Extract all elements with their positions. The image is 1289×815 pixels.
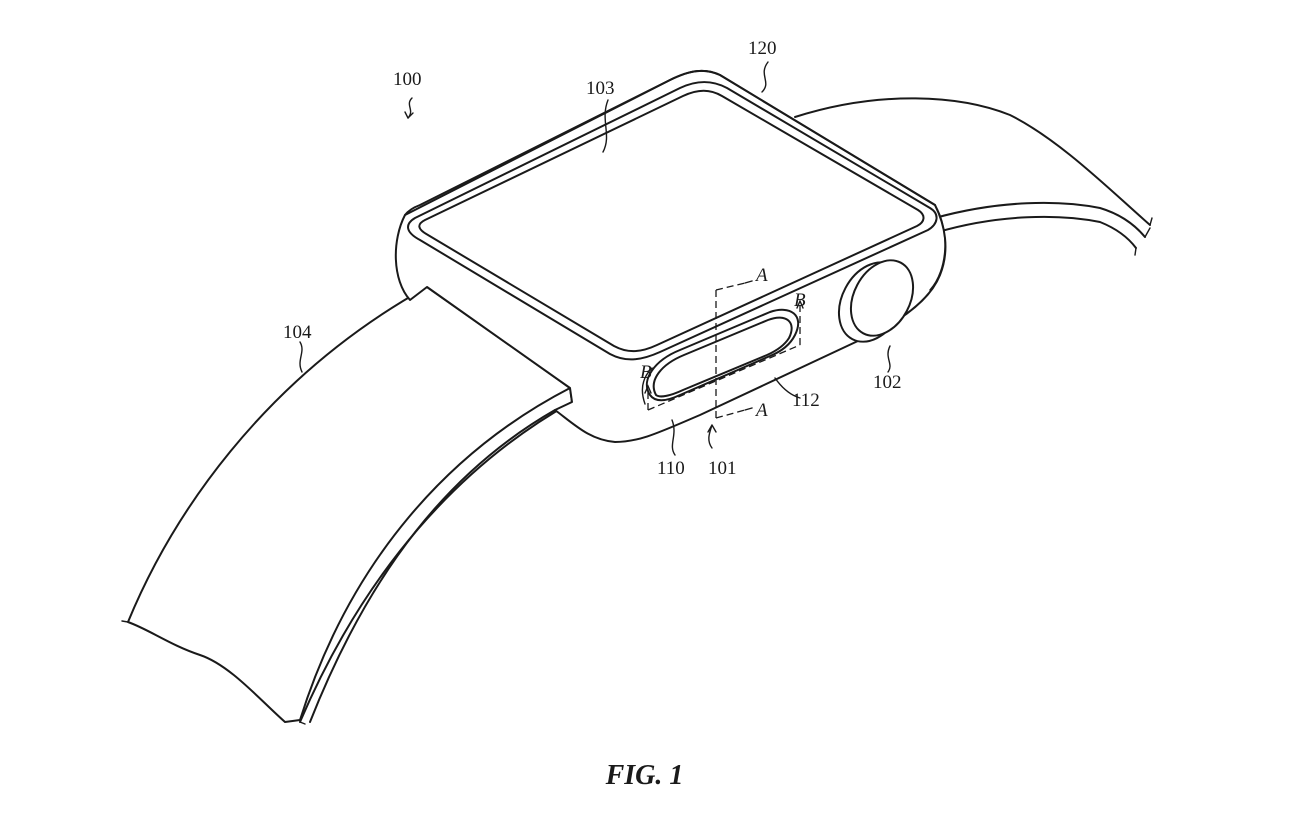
ref-101-label: 101: [708, 458, 737, 479]
section-b-right-label: B: [794, 290, 806, 311]
section-a-bottom-label: A: [756, 400, 768, 421]
figure-caption: FIG. 1: [605, 760, 684, 791]
ref-103-label: 103: [586, 78, 615, 99]
ref-120-label: 120: [748, 38, 777, 59]
rear-band: [794, 97, 1153, 256]
watch-housing: [394, 69, 947, 443]
section-lines: [644, 280, 804, 419]
crown: [837, 259, 915, 343]
section-a-top-label: A: [756, 265, 768, 286]
ref-100-label: 100: [393, 69, 422, 90]
ref-102-label: 102: [873, 372, 902, 393]
ref-110-label: 110: [657, 458, 685, 479]
section-b-left-label: B: [640, 362, 652, 383]
button: [641, 308, 800, 405]
front-band: [121, 286, 573, 725]
ref-112-label: 112: [792, 390, 820, 411]
leader-lines: [299, 61, 891, 456]
ref-104-label: 104: [283, 322, 312, 343]
